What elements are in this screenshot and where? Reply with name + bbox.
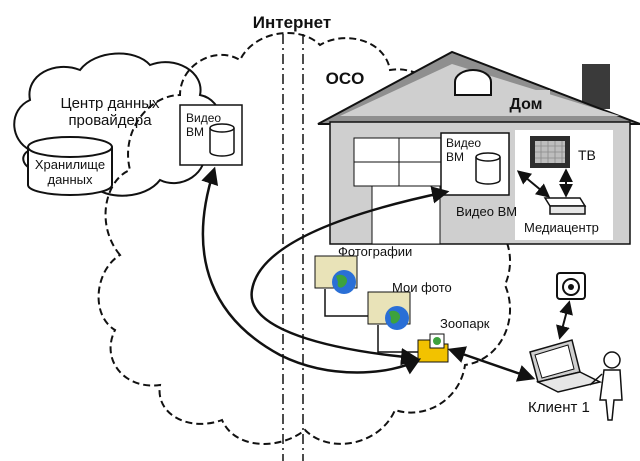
client-label: Клиент 1 [528,399,590,416]
camera-icon [556,272,586,300]
house-video-vm [440,132,510,196]
home-label: Дом [510,96,543,113]
tv-icon [530,136,570,168]
folder-zoo-icon [417,333,449,363]
photos-label: Фотографии [338,244,412,259]
house-vm-label-line1: Видео [446,136,481,150]
media-center-label: Медиацентр [524,220,599,235]
cloud-vm-label-line1: Видео [186,111,221,125]
zoo-label: Зоопарк [440,316,490,331]
my-photos-label: Мои фото [392,280,452,295]
tv-label: ТВ [578,147,596,163]
laptop-icon [529,339,603,393]
person-icon [589,351,623,421]
storage-cylinder-icon [27,136,113,196]
storage-label-line1: Хранилище [35,157,105,172]
house-vm-caption: Видео ВМ [456,204,517,219]
storage-label-line2: данных [47,172,93,187]
cloud-video-vm [179,104,243,166]
house-vm-label-line2: ВМ [446,150,464,164]
link-laptop-to-zoo [447,346,536,382]
media-center-icon [543,197,587,215]
folder-globe-icon [367,291,420,353]
cloud-vm-label-line2: ВМ [186,125,204,139]
vm-disk-icon [475,152,501,185]
oso-label: OCO [326,69,365,88]
link-cloudvm-to-zoo [201,166,422,375]
link-housevm-to-zoo [250,186,450,366]
datacenter-label-line1: Центр данных [60,95,160,112]
oso-dashed-cloud [97,32,511,445]
vm-disk-icon [209,123,235,157]
internet-label: Интернет [253,13,331,32]
datacenter-label-line2: провайдера [68,112,152,129]
